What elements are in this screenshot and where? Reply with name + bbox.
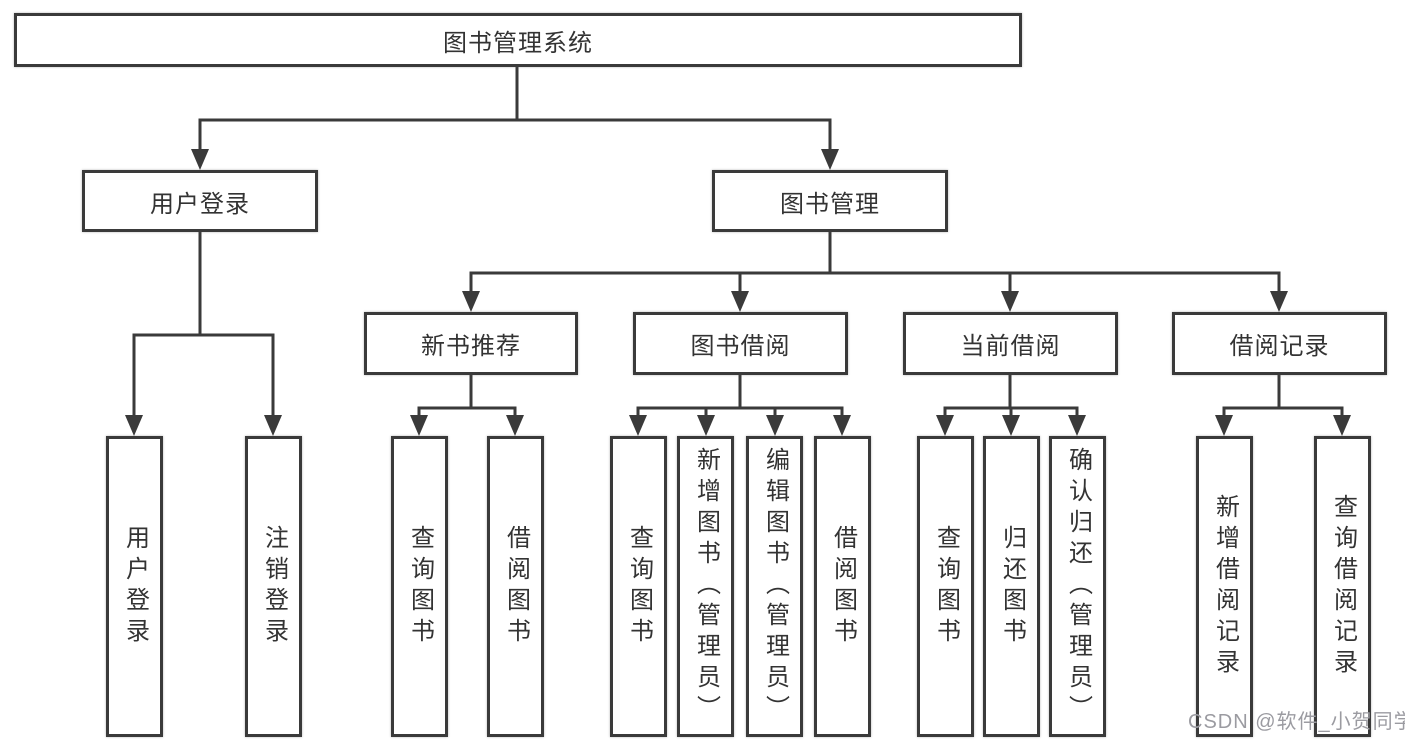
- leaf-edit-book-admin: 编辑图书（管理员）: [746, 436, 803, 737]
- node-label: 用户登录: [150, 190, 250, 218]
- node-label: 图书管理: [780, 190, 880, 218]
- leaf-confirm-return-admin: 确认归还（管理员）: [1049, 436, 1106, 737]
- node-borrowing-records: 借阅记录: [1172, 312, 1387, 375]
- node-new-book-recommendation: 新书推荐: [364, 312, 578, 375]
- csdn-watermark: CSDN @软件_小贺同学: [1188, 711, 1405, 733]
- node-book-management: 图书管理: [712, 170, 948, 232]
- node-label: 借阅图书: [502, 524, 530, 649]
- node-current-borrowing: 当前借阅: [903, 312, 1118, 375]
- leaf-add-borrow-record: 新增借阅记录: [1196, 436, 1253, 737]
- node-label: 借阅记录: [1229, 333, 1330, 360]
- node-label: 当前借阅: [960, 333, 1061, 360]
- leaf-query-books-recommend: 查询图书: [391, 436, 448, 737]
- node-label: 注销登录: [260, 524, 288, 649]
- node-label: 用户登录: [121, 524, 149, 649]
- node-book-borrowing: 图书借阅: [633, 312, 848, 375]
- leaf-borrow-books: 借阅图书: [814, 436, 871, 737]
- node-label: 图书管理系统: [443, 29, 593, 57]
- leaf-borrow-books-recommend: 借阅图书: [487, 436, 544, 737]
- node-label: 确认归还（管理员）: [1064, 447, 1092, 726]
- node-label: 归还图书: [998, 524, 1026, 649]
- leaf-query-borrow-record: 查询借阅记录: [1314, 436, 1371, 737]
- leaf-query-books-current: 查询图书: [917, 436, 974, 737]
- node-label: 查询图书: [625, 524, 653, 649]
- node-label: 查询图书: [406, 524, 434, 649]
- node-label: 查询借阅记录: [1329, 493, 1357, 680]
- node-label: 新书推荐: [421, 333, 521, 360]
- node-label: 编辑图书（管理员）: [761, 447, 789, 726]
- leaf-return-books: 归还图书: [983, 436, 1040, 737]
- leaf-query-books-borrow: 查询图书: [610, 436, 667, 737]
- node-label: 借阅图书: [829, 524, 857, 649]
- node-label: 新增借阅记录: [1211, 493, 1239, 680]
- node-label: 图书借阅: [690, 333, 791, 360]
- node-label: 查询图书: [932, 524, 960, 649]
- leaf-logout: 注销登录: [245, 436, 302, 737]
- leaf-user-login: 用户登录: [106, 436, 163, 737]
- node-label: 新增图书（管理员）: [692, 447, 720, 726]
- node-user-login: 用户登录: [82, 170, 318, 232]
- leaf-add-book-admin: 新增图书（管理员）: [677, 436, 734, 737]
- node-library-management-system: 图书管理系统: [14, 13, 1022, 67]
